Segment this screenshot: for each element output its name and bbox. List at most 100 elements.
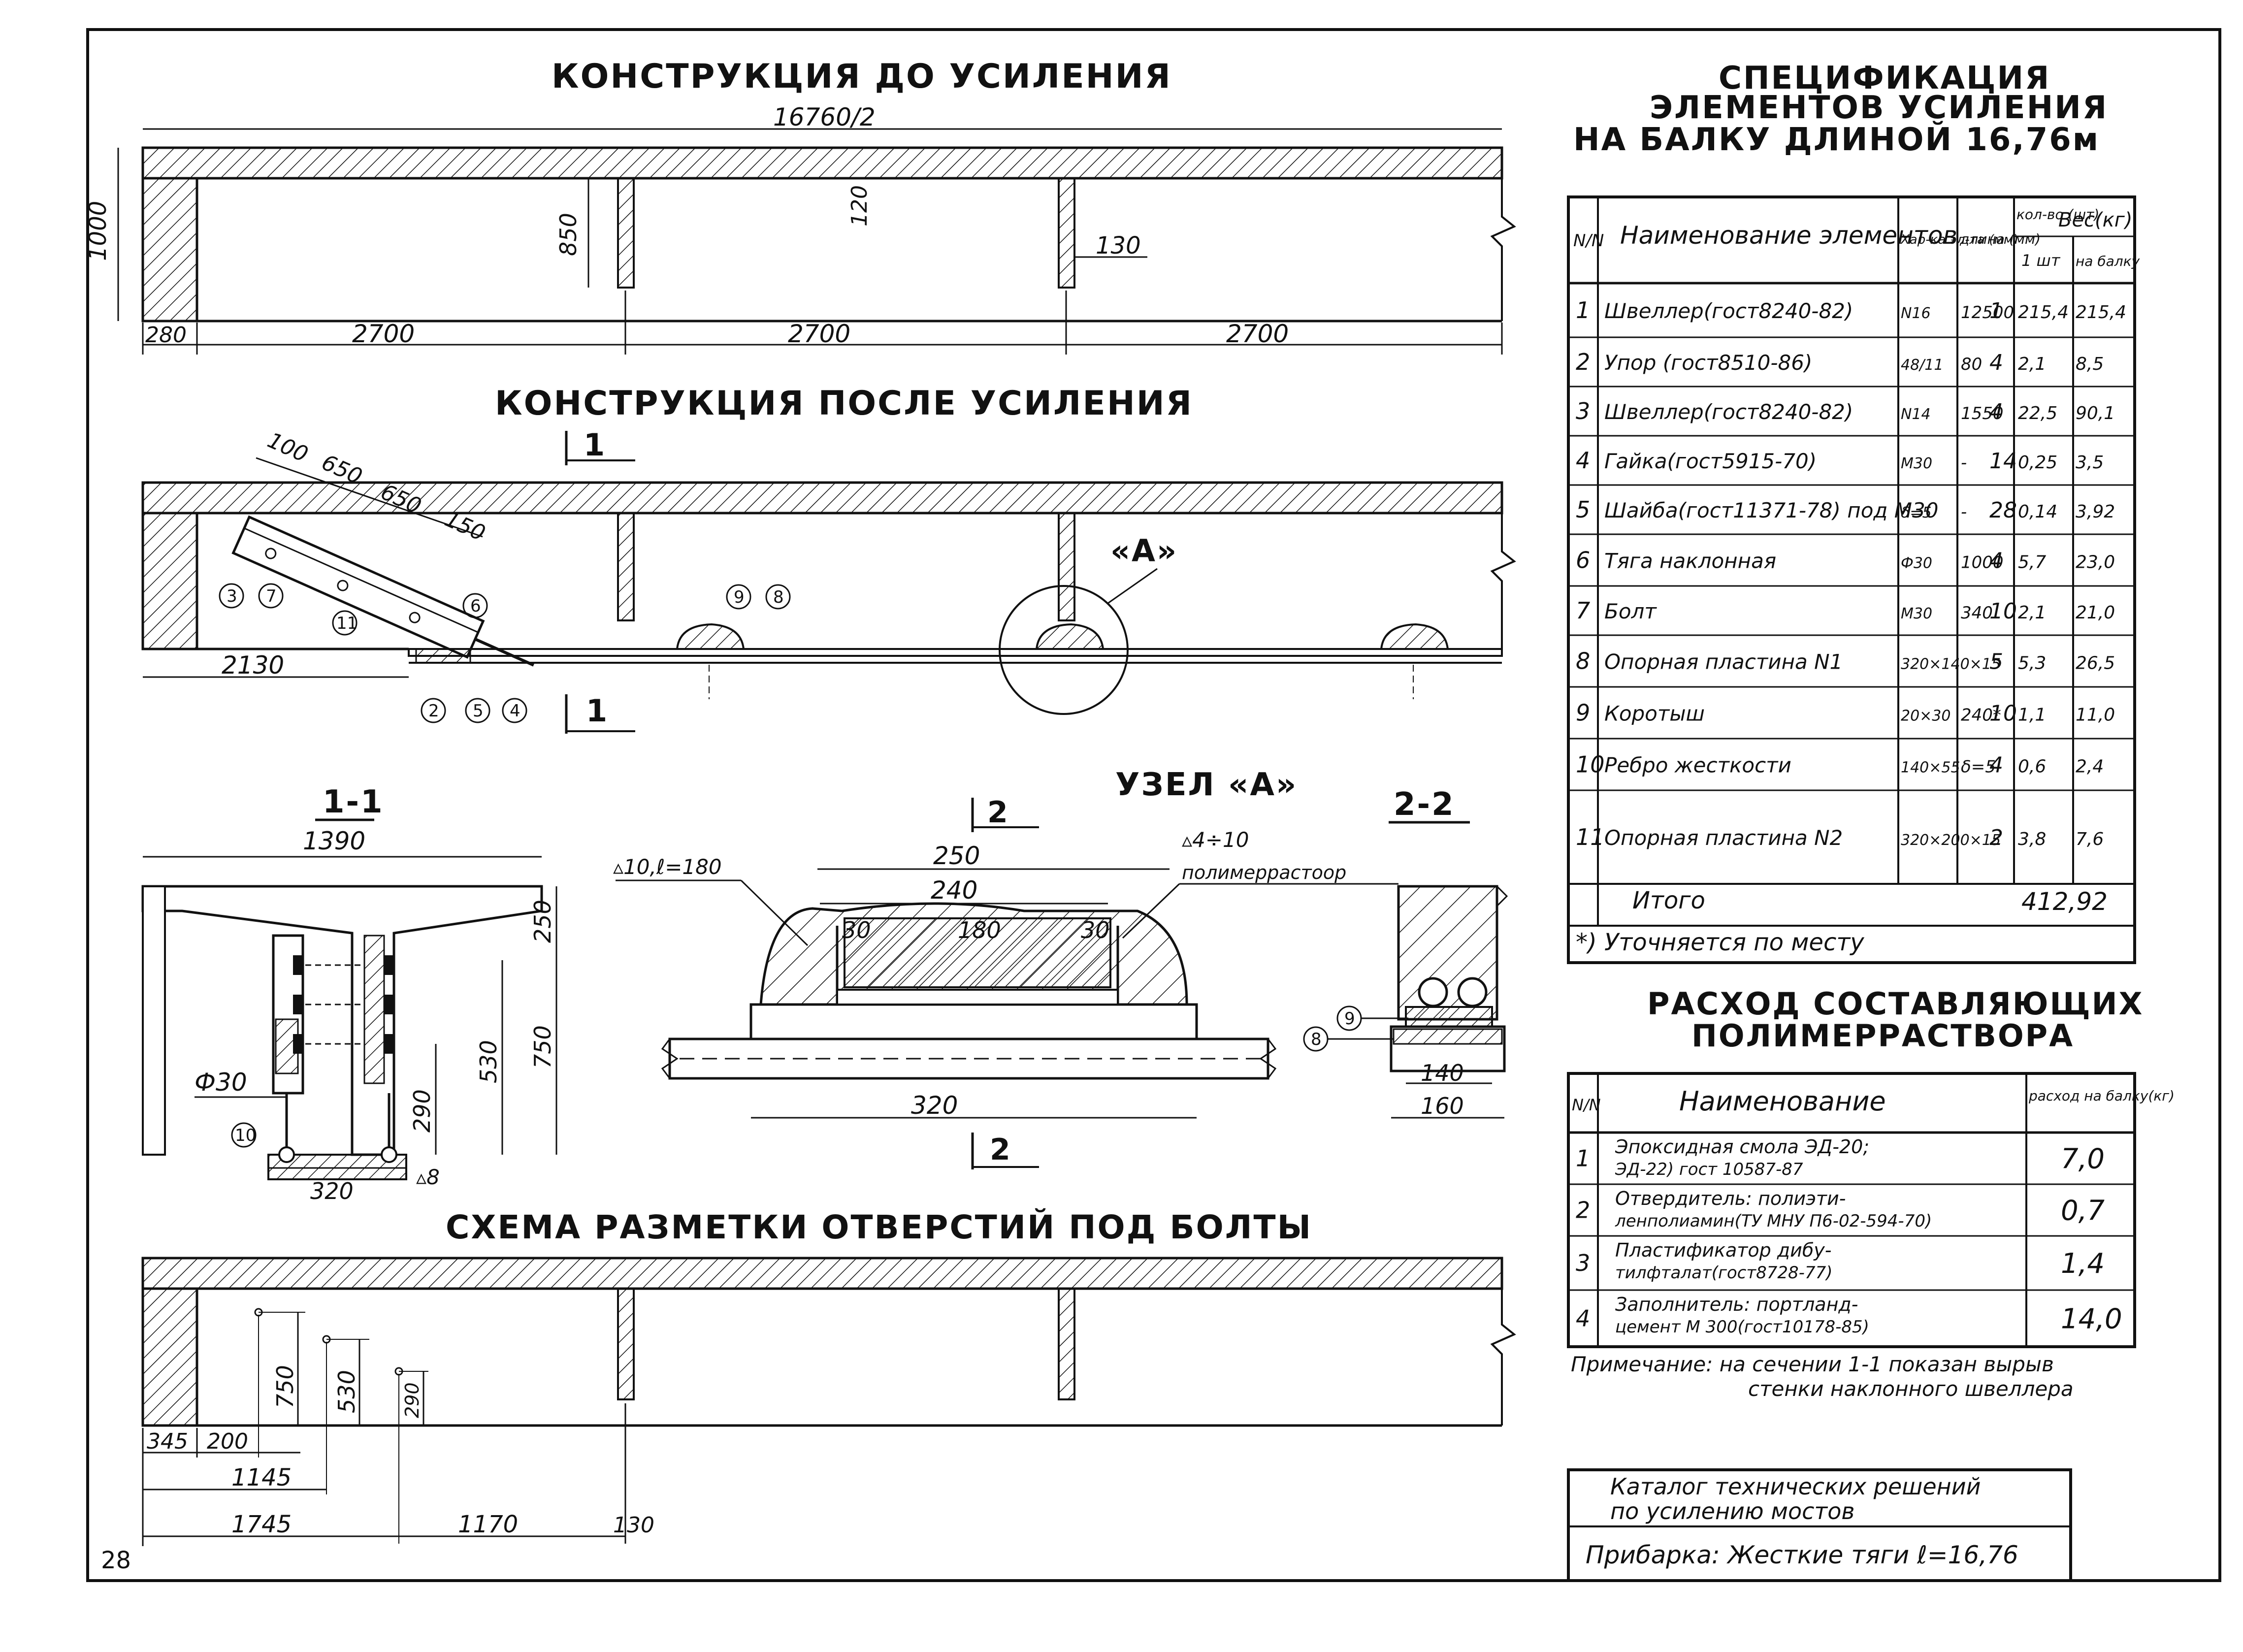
marking-d345: 345: [147, 1429, 188, 1454]
dim-end: 280: [145, 323, 187, 348]
page-number: 28: [101, 1547, 131, 1574]
spec-cell-name: Ребро жесткости: [1604, 753, 1791, 777]
spec-cell-char: N16: [1901, 305, 1931, 322]
section-11-marker-10: 10: [235, 1126, 256, 1145]
spec-cell-w2: 21,0: [2076, 603, 2115, 623]
spec-cell-name: Болт: [1604, 599, 1657, 623]
spec-footnote: *) Уточняется по месту: [1576, 929, 1864, 956]
spec-cell-len: 1000: [1961, 553, 2004, 573]
node-a-callout-circle: [999, 585, 1129, 715]
spec-cell-n: 4: [1576, 447, 1590, 474]
polymer-cell-v: 0,7: [2061, 1195, 2105, 1227]
spec-cell-w2: 215,4: [2076, 302, 2126, 323]
title-before: КОНСТРУКЦИЯ ДО УСИЛЕНИЯ: [552, 57, 1172, 96]
marking-d1145: 1145: [231, 1464, 292, 1491]
section-11-d290: 290: [409, 1089, 435, 1133]
spec-cell-w1: 3,8: [2018, 829, 2046, 849]
spec-cell-name: Шайба(гост11371-78) под М30: [1604, 498, 1938, 522]
dim-span-1: 2700: [352, 320, 415, 348]
polymer-cell-n: 1: [1576, 1145, 1590, 1172]
spec-cell-qty: 2: [1989, 825, 2003, 850]
spec-cell-char: 48/11: [1901, 356, 1943, 374]
marking-d750: 750: [272, 1365, 298, 1408]
polymer-cell-v: 1,4: [2061, 1248, 2105, 1280]
spec-cell-len: -: [1961, 453, 1967, 473]
spec-cell-w1: 215,4: [2018, 302, 2069, 323]
spec-cell-char: 20×30: [1901, 708, 1950, 725]
spec-cell-n: 9: [1576, 700, 1590, 726]
spec-cell-w2: 90,1: [2076, 403, 2115, 423]
spec-cell-qty: 10: [1989, 599, 2017, 624]
polymer-cell-n: 4: [1576, 1305, 1590, 1332]
spec-cell-w1: 0,25: [2018, 453, 2057, 473]
section-11-weld: ▵8: [416, 1165, 440, 1189]
svg-text:5: 5: [473, 701, 484, 721]
spec-cell-qty: 10: [1989, 701, 2017, 726]
marking-d1745: 1745: [231, 1511, 292, 1538]
marking-d130: 130: [613, 1513, 654, 1538]
svg-text:4: 4: [510, 701, 520, 721]
marking-d1170: 1170: [458, 1511, 518, 1538]
spec-header-qty: кол-во (шт): [2016, 206, 2099, 223]
polymer-table: РАСХОД СОСТАВЛЯЮЩИХ ПОЛИМЕРРАСТВОРА N/N …: [1567, 986, 2175, 1348]
item-markers: 3 7 11 6 2 5 4 9 8: [219, 583, 791, 723]
sheet-frame: [86, 28, 2221, 1582]
spec-cell-len: 340: [1961, 603, 1993, 623]
spec-cell-w2: 2,4: [2076, 757, 2104, 777]
spec-cell-len: -: [1961, 502, 1967, 522]
polymer-cell-l2: цемент М 300(гост10178-85): [1615, 1317, 1869, 1337]
spec-cell-qty: 5: [1989, 649, 2003, 675]
polymer-cell-l2: ленполиамин(ТУ МНУ П6-02-594-70): [1615, 1211, 1932, 1231]
spec-cell-n: 6: [1576, 547, 1590, 574]
spec-cell-w2: 11,0: [2076, 705, 2115, 725]
polymer-cell-n: 3: [1576, 1250, 1590, 1276]
spec-cell-qty: 4: [1989, 399, 2003, 424]
dim-span-2: 2700: [788, 320, 850, 348]
spec-cell-w1: 1,1: [2018, 705, 2046, 725]
spec-cell-n: 10: [1576, 751, 1605, 778]
svg-text:11: 11: [336, 614, 358, 633]
spec-header-num: N/N: [1573, 231, 1604, 251]
spec-cell-w2: 26,5: [2076, 653, 2115, 674]
spec-cell-w1: 2,1: [2018, 354, 2046, 374]
spec-cell-name: Гайка(гост5915-70): [1604, 449, 1817, 473]
section-11-d320: 320: [310, 1178, 354, 1204]
spec-cell-w2: 3,92: [2076, 502, 2115, 522]
polymer-header-usage: расход на балку(кг): [2028, 1088, 2175, 1104]
spec-cell-char: M30: [1901, 455, 1932, 472]
spec-cell-char: 320×140×15: [1901, 656, 2001, 673]
section-22-d160: 160: [1421, 1093, 1464, 1119]
spec-total-value: 412,92: [2021, 887, 2108, 916]
specification-table: СПЕЦИФИКАЦИЯ ЭЛЕМЕНТОВ УСИЛЕНИЯ НА БАЛКУ…: [1567, 60, 2140, 964]
node-a-title: УЗЕЛ «А»: [1115, 767, 1298, 803]
svg-text:3: 3: [227, 586, 237, 606]
polymer-cell-v: 14,0: [2061, 1303, 2122, 1335]
spec-cell-name: Швеллер(гост8240-82): [1604, 299, 1853, 323]
spec-cell-n: 1: [1576, 297, 1590, 324]
spec-header-char: Хар-ка эл-та (мм): [1900, 232, 2018, 247]
section-22-d140: 140: [1421, 1060, 1464, 1086]
spec-cell-n: 2: [1576, 349, 1590, 375]
spec-cell-qty: 1: [1989, 298, 2003, 324]
polymer-title-2: ПОЛИМЕРРАСТВОРА: [1691, 1018, 2074, 1054]
marking-d530: 530: [333, 1370, 360, 1413]
dim-incline-100: 100: [264, 427, 312, 467]
spec-cell-name: Швеллер(гост8240-82): [1604, 400, 1853, 424]
svg-text:6: 6: [470, 596, 481, 616]
stamp-line-2: по усилению мостов: [1610, 1498, 1854, 1524]
svg-text:2: 2: [428, 701, 439, 721]
title-stamp: Каталог технических решений по усилению …: [1567, 1468, 2072, 1582]
node-a-d240: 240: [931, 876, 977, 905]
node-a-section-mark-bottom: 2: [990, 1133, 1012, 1167]
node-a-callout: «А»: [1110, 533, 1178, 569]
spec-cell-n: 8: [1576, 648, 1590, 675]
section-11-title: 1-1: [323, 784, 384, 820]
spec-cell-char: M30: [1901, 605, 1932, 622]
